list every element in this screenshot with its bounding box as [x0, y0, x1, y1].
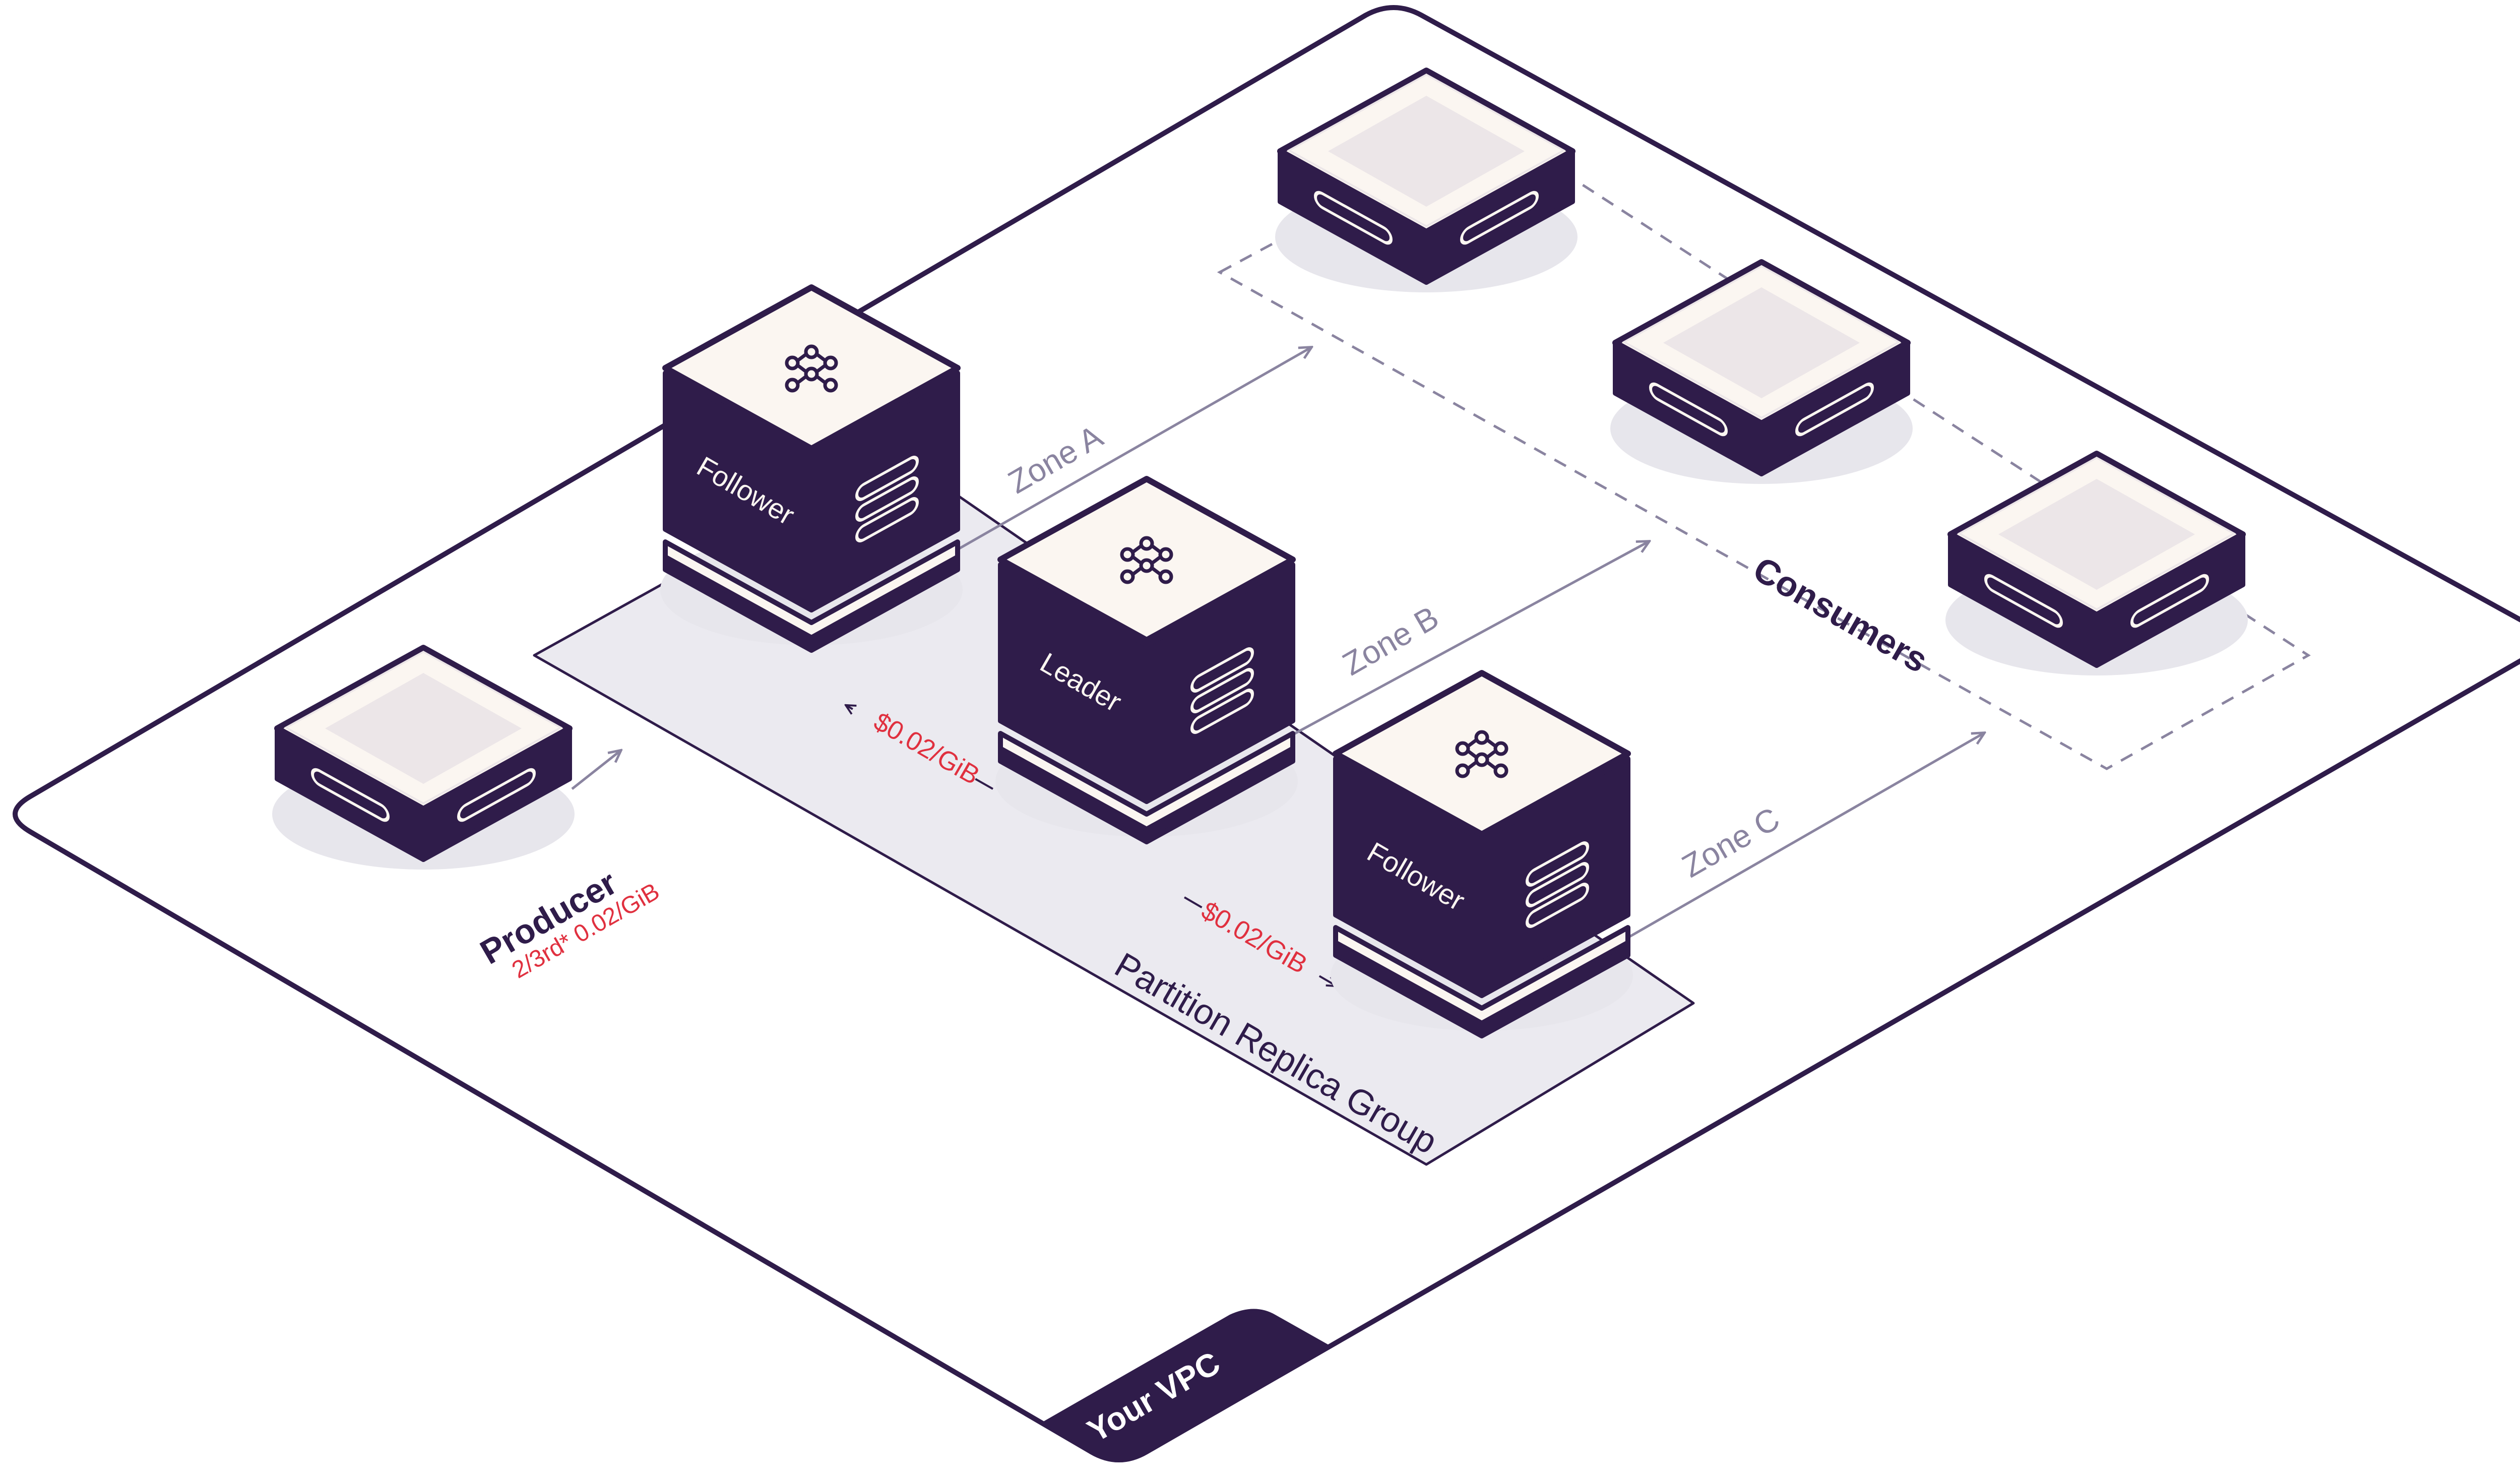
consumers-group [1217, 125, 2311, 770]
zone-b-arrow [1289, 542, 1648, 737]
zone-a-arrow [957, 348, 1310, 551]
broker-leader: Leader [995, 479, 1298, 842]
broker-follower-c: Follower [1331, 673, 1633, 1036]
producer-arrow [571, 751, 620, 790]
broker-follower-a: Follower [660, 287, 963, 650]
zone-c-arrow [1627, 733, 1983, 939]
